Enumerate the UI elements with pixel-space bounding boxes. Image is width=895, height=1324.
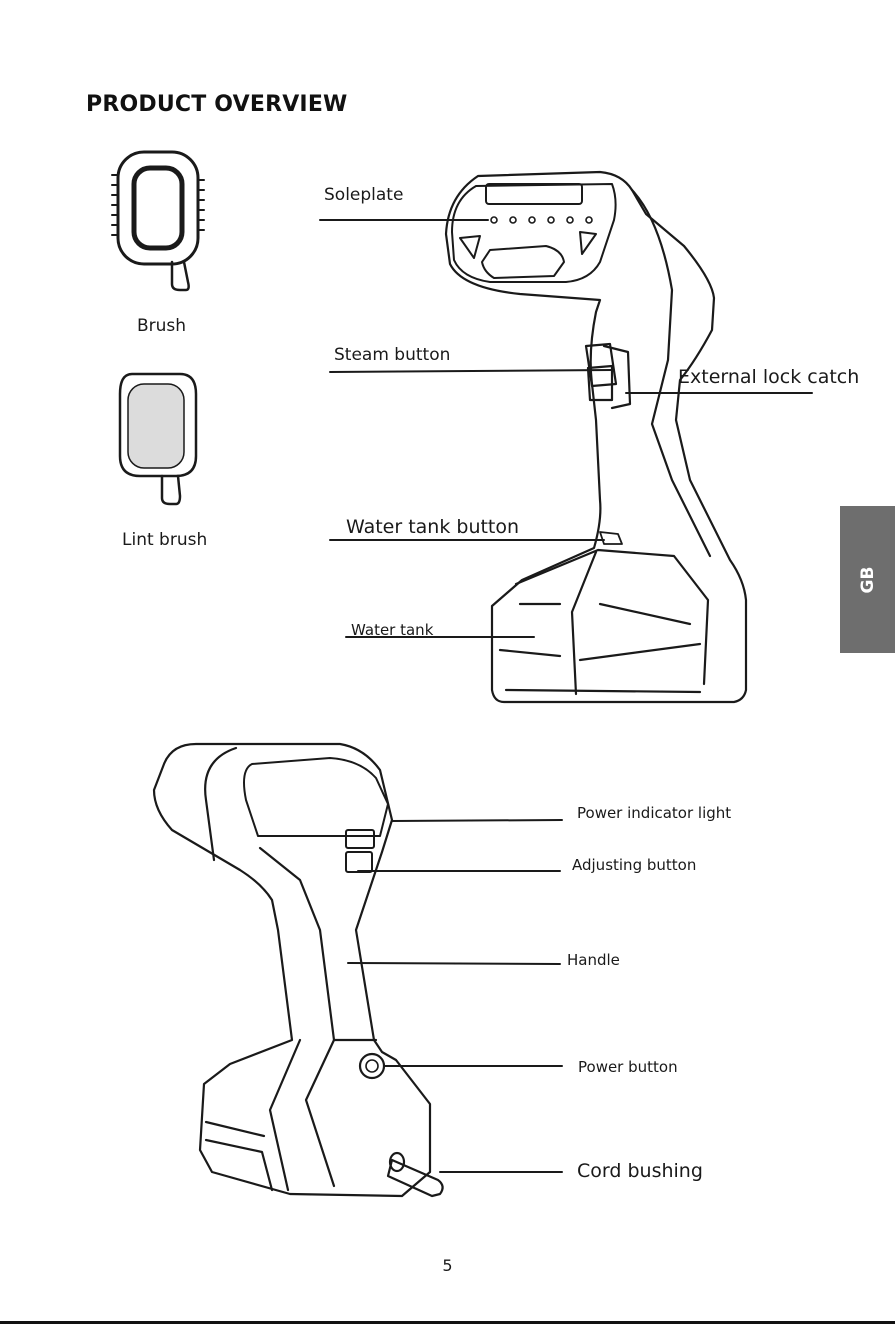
lint-brush-illustration [120,374,196,504]
label-power-button: Power button [578,1058,678,1076]
label-water-tank: Water tank [351,621,433,639]
label-power-indicator-light: Power indicator light [577,804,731,822]
language-tab: GB [840,506,895,653]
steamer-front-illustration [154,744,443,1196]
label-water-tank-button: Water tank button [346,516,519,538]
label-handle: Handle [567,951,620,969]
brush-illustration [112,152,204,290]
label-lint-brush: Lint brush [122,530,207,550]
label-external-lock-catch: External lock catch [678,366,859,388]
label-steam-button: Steam button [334,345,450,365]
label-soleplate: Soleplate [324,185,403,205]
bottom-leader-lines [348,820,562,1172]
label-cord-bushing: Cord bushing [577,1160,703,1182]
steamer-side-illustration [446,172,746,702]
label-brush: Brush [137,316,186,336]
label-adjusting-button: Adjusting button [572,856,696,874]
language-tab-label: GB [858,566,878,593]
page-number: 5 [0,1256,895,1275]
